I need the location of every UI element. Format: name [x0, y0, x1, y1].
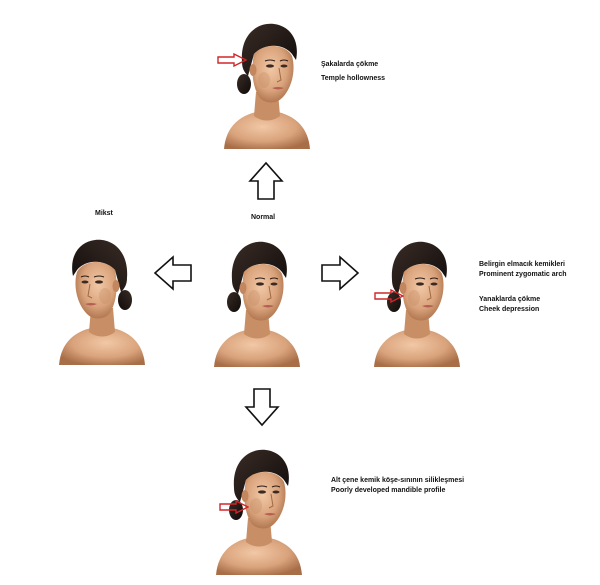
- arrow-up-icon: [248, 161, 284, 201]
- face-mixed: [57, 230, 147, 365]
- temple-marker-icon: [217, 53, 247, 67]
- normal-label: Normal: [251, 214, 276, 221]
- mixed-label: Mikst: [95, 210, 113, 217]
- cheek-marker-icon: [374, 289, 404, 303]
- temple-label-tr: Şakalarda çökme: [321, 61, 379, 68]
- mandible-label-tr: Alt çene kemik köşe-sınının silikleşmesi: [331, 477, 465, 484]
- zygomatic-label-en: Prominent zygomatic arch: [479, 271, 567, 278]
- arrow-right-icon: [320, 255, 360, 291]
- mandible-label-en: Poorly developed mandible profile: [331, 487, 446, 494]
- arrow-left-icon: [153, 255, 193, 291]
- face-normal: [212, 232, 302, 367]
- zygomatic-label-tr: Belirgin elmacık kemikleri: [479, 261, 565, 268]
- cheek-label-tr: Yanaklarda çökme: [479, 296, 541, 303]
- arrow-down-icon: [244, 387, 280, 427]
- cheek-label-en: Cheek depression: [479, 306, 540, 313]
- face-temple-hollowness: [222, 14, 312, 149]
- temple-label-en: Temple hollowness: [321, 75, 386, 82]
- mandible-marker-icon: [219, 500, 249, 514]
